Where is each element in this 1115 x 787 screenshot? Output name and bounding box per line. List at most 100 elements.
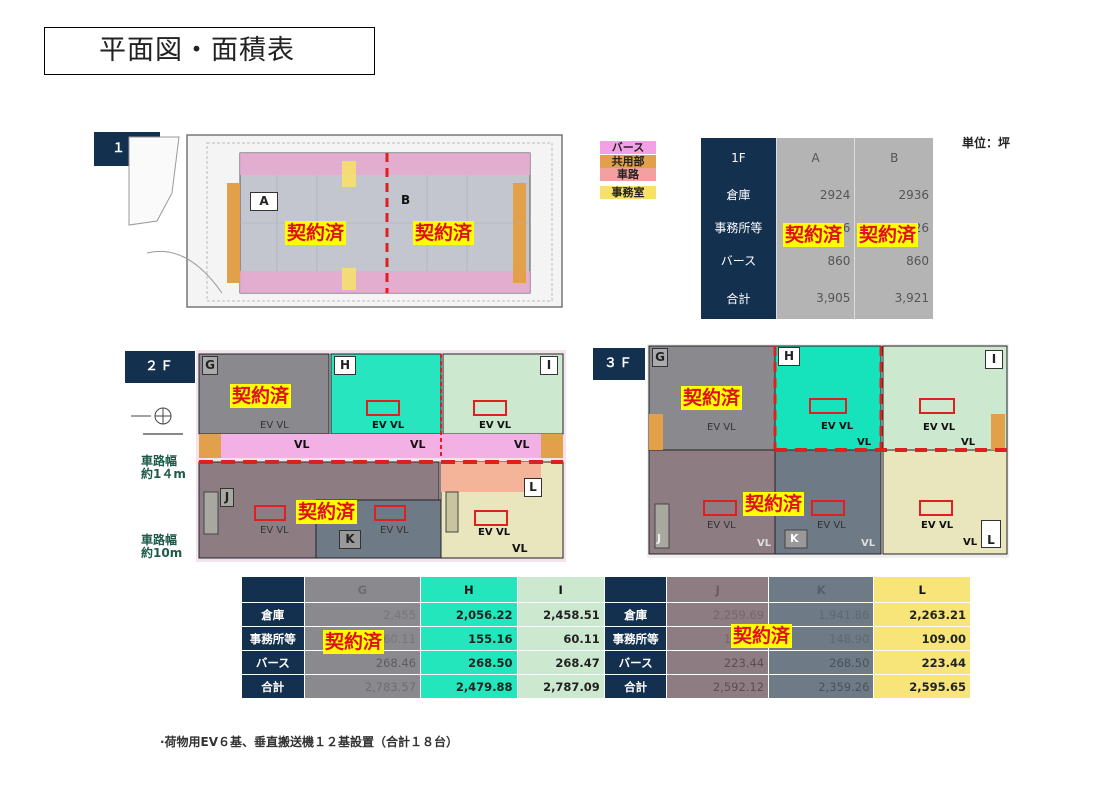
table-header-j: J: [666, 576, 770, 603]
table-cell: 2,458.51: [516, 602, 605, 627]
table-cell: 2,783.57: [303, 674, 422, 699]
vl-label: VL: [963, 537, 978, 548]
ev-marker: [254, 505, 286, 521]
table-1f-cell: 2924: [775, 178, 855, 211]
table-cell: 268.47: [516, 650, 605, 675]
section-j-label-3f: J: [657, 532, 662, 545]
section-k-label-3f: K: [790, 532, 799, 545]
table-cell: 2,595.65: [873, 674, 971, 699]
vl-label: VL: [857, 437, 872, 448]
contracted-stamp-table-jk: 契約済: [731, 624, 793, 648]
vl-label: VL: [512, 542, 528, 555]
ev-marker: [919, 398, 955, 414]
table-row-label: 合計: [603, 674, 668, 699]
section-g-label-2f: G: [202, 356, 218, 375]
table-row-label: 倉庫: [241, 602, 305, 627]
legend-item-berth: バース: [600, 141, 656, 154]
vl-label: VL: [861, 538, 876, 549]
ev-vl-label: EV VL: [260, 525, 289, 536]
vl-label: VL: [757, 538, 772, 549]
road-width-10m: 車路幅 約10m: [141, 533, 183, 560]
table-header-l: L: [873, 576, 971, 603]
legend-item-common: 共用部: [600, 155, 656, 168]
section-l-label-2f: L: [524, 478, 542, 497]
page-title: 平面図・面積表: [44, 27, 375, 75]
table-cell: 2,259.69: [666, 602, 770, 627]
ev-vl-label: EV VL: [260, 420, 289, 431]
ev-marker: [366, 400, 400, 416]
floor-label-2f: ２Ｆ: [125, 351, 195, 383]
area-table-upper-floors: G H I J K L 倉庫 2,455 2,056.22 2,458.51 倉…: [241, 576, 971, 699]
table-cell: 223.44: [873, 650, 971, 675]
ev-marker: [703, 500, 737, 516]
ev-vl-label: EV VL: [707, 520, 736, 531]
table-cell: 2,479.88: [420, 674, 518, 699]
ev-vl-label: EV VL: [821, 421, 854, 432]
ev-vl-label: EV VL: [923, 422, 956, 433]
table-cell: 268.50: [420, 650, 518, 675]
table-header-h: H: [420, 576, 518, 603]
table-row-label: 事務所等: [241, 626, 305, 651]
footnote: ·荷物用EV６基、垂直搬送機１２基設置（合計１８台）: [160, 735, 459, 749]
legend-item-road: 車路: [600, 168, 656, 181]
color-legend: バース 共用部 車路 事務室: [600, 141, 656, 199]
section-g-label-3f: G: [652, 348, 668, 367]
floor-plan-3f: G H I J K L EV VL EV VL EV VL VL VL EV V…: [647, 344, 1009, 558]
contracted-stamp-2f-g: 契約済: [230, 384, 292, 408]
table-cell: 2,056.22: [420, 602, 518, 627]
contracted-stamp-table-1f-a: 契約済: [783, 223, 845, 247]
table-1f-cell: 3,905: [775, 277, 855, 319]
table-1f-row-label: 倉庫: [701, 178, 777, 211]
table-cell: 60.11: [516, 626, 605, 651]
table-1f-cell: 860: [775, 244, 855, 277]
ev-vl-label: EV VL: [478, 527, 511, 538]
section-b-label: B: [401, 193, 411, 207]
floor-label-3f: ３Ｆ: [593, 348, 645, 380]
ev-vl-label: EV VL: [380, 525, 409, 536]
ev-marker: [474, 510, 508, 526]
unit-label: 単位：坪: [962, 136, 1011, 150]
contracted-stamp-1f-a: 契約済: [285, 221, 347, 245]
contracted-stamp-3f-jk: 契約済: [743, 492, 805, 516]
table-1f-cell: 2936: [854, 178, 933, 211]
table-row-label: バース: [603, 650, 668, 675]
table-1f-header-floor: 1F: [701, 138, 777, 178]
ev-vl-label: EV VL: [372, 420, 405, 431]
table-1f-row-label: 事務所等: [701, 211, 777, 244]
contracted-stamp-table-g: 契約済: [323, 630, 385, 654]
table-cell: 223.44: [666, 650, 770, 675]
ev-vl-label: EV VL: [479, 420, 512, 431]
table-1f-header-a: A: [775, 138, 855, 178]
table-cell: 2,455: [303, 602, 422, 627]
contracted-stamp-1f-b: 契約済: [413, 221, 475, 245]
legend-item-office: 事務室: [600, 186, 656, 199]
vl-label: VL: [294, 438, 310, 451]
ev-vl-label: EV VL: [707, 422, 736, 433]
table-header-i: I: [516, 576, 605, 603]
section-h-label-2f: H: [334, 356, 356, 375]
floor-plan-1f: A B 契約済 契約済: [127, 133, 567, 311]
table-header-g: G: [303, 576, 422, 603]
table-cell: 268.50: [768, 650, 875, 675]
table-1f-cell: 3,921: [854, 277, 933, 319]
table-1f-cell: 860: [854, 244, 933, 277]
ev-marker: [919, 500, 953, 516]
table-corner: [603, 576, 668, 603]
table-cell: 2,592.12: [666, 674, 770, 699]
table-cell: 155.16: [420, 626, 518, 651]
section-l-label-3f: L: [981, 520, 1001, 548]
vl-label: VL: [961, 437, 976, 448]
vl-label: VL: [514, 438, 530, 451]
section-h-label-3f: H: [778, 347, 800, 366]
table-row-label: 倉庫: [603, 602, 668, 627]
site-plan-1f: [128, 134, 563, 308]
contracted-stamp-table-1f-b: 契約済: [857, 223, 919, 247]
vl-label: VL: [410, 438, 426, 451]
section-k-label-2f: K: [339, 530, 361, 549]
ev-marker: [374, 505, 406, 521]
table-cell: 2,263.21: [873, 602, 971, 627]
table-row-label: 合計: [241, 674, 305, 699]
compass: [127, 404, 185, 440]
table-1f-row-label: バース: [701, 244, 777, 277]
ev-marker: [811, 500, 845, 516]
